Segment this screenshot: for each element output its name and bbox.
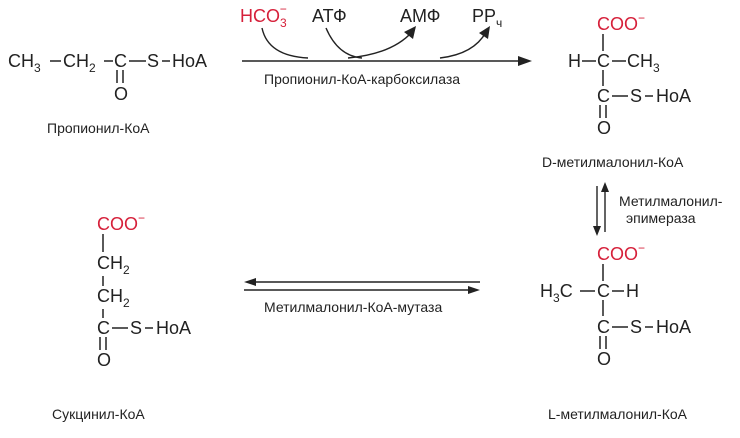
d-hydrogen: H [568,51,581,71]
ppi: PPч [472,6,502,30]
arrowhead [479,26,490,39]
d-oxygen: O [597,118,611,138]
l-methylmalonyl-coa-structure: COO− H3C C H C S HoA O [540,241,691,369]
l-hydrogen: H [626,281,639,301]
d-alpha-carbon: C [597,51,610,71]
propionyl-coa-structure: CH3 CH2 C S HoA O [8,51,207,104]
succinyl-sulfur: S [130,318,142,338]
succinyl-ch2-b: CH2 [97,286,130,310]
d-methylmalonyl-coa-label: D-метилмалонил-КоА [542,154,684,170]
d-sulfur: S [630,86,642,106]
propionyl-ch3: CH3 [8,51,41,75]
propionyl-ch2: CH2 [63,51,96,75]
arrowhead [601,182,609,192]
l-sulfur: S [630,317,642,337]
succinyl-coa-label: Сукцинил-КоА [52,406,145,422]
bicarbonate: HCO3− [240,2,287,30]
epimerase-label-line1: Метилмалонил- [619,193,723,209]
succinyl-oxygen: O [97,350,111,370]
amp: АМФ [400,6,440,26]
succinyl-carbonyl-c: C [97,318,110,338]
ppi-out-curve [439,31,487,59]
d-coa-group: HoA [656,86,691,106]
arrowhead [518,56,532,66]
l-carboxylate: COO− [597,241,645,264]
mutase-enzyme-label: Метилмалонил-КоА-мутаза [264,299,442,315]
bicarbonate-in-curve [261,27,309,59]
propionyl-carbonyl-c: C [114,51,127,71]
atp: АТФ [312,6,347,26]
d-carboxylate: COO− [597,11,645,34]
arrowhead [404,26,416,39]
propionyl-oxygen: O [114,84,128,104]
succinyl-coa-structure: COO− CH2 CH2 C S HoA O [97,211,191,370]
succinyl-ch2-a: CH2 [97,253,130,277]
propionyl-sulfur: S [147,51,159,71]
l-methyl: H3C [540,281,573,305]
l-carbonyl-c: C [597,317,610,337]
l-coa-group: HoA [656,317,691,337]
arrowhead [593,226,601,236]
l-alpha-carbon: C [597,281,610,301]
arrowhead [468,286,480,294]
carboxylase-enzyme-label: Пропионил-КоА-карбоксилаза [264,71,460,87]
succinyl-carboxylate: COO− [97,211,145,234]
epimerase-label-line2: эпимераза [626,210,696,226]
propionyl-coa-label: Пропионил-КоА [47,120,150,136]
mutase-reaction: Метилмалонил-КоА-мутаза [244,278,480,315]
atp-in-curve [325,27,363,59]
propionyl-coa-group: HoA [172,51,207,71]
l-methylmalonyl-coa-label: L-метилмалонил-КоА [548,406,688,422]
epimerase-reaction: Метилмалонил- эпимераза [593,182,723,236]
l-oxygen: O [597,349,611,369]
succinyl-coa-group: HoA [156,318,191,338]
amp-out-curve [347,31,413,59]
arrowhead [244,278,256,286]
d-carbonyl-c: C [597,86,610,106]
d-methyl: CH3 [627,51,660,75]
d-methylmalonyl-coa-structure: COO− H C CH3 C S HoA O [568,11,691,138]
carboxylase-reaction: Пропионил-КоА-карбоксилаза HCO3− АТФ АМФ… [240,2,532,87]
